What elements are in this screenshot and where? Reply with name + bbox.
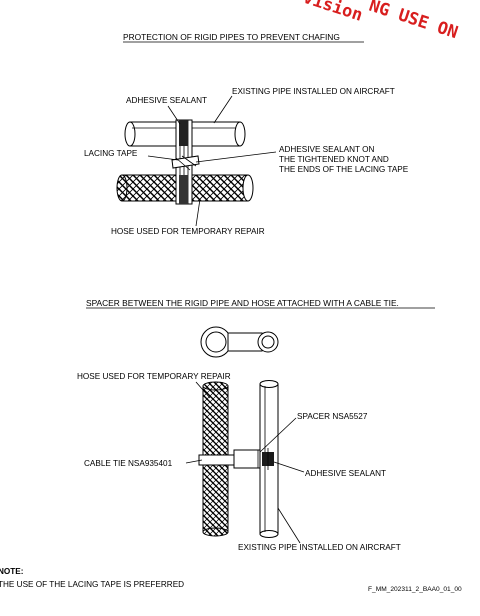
label-adhesive-sealant: ADHESIVE SEALANT — [126, 96, 207, 105]
cable-tie-assembly — [198, 448, 274, 470]
leader-spacer — [259, 417, 297, 453]
spacer-top-view — [200, 326, 279, 358]
label-hose-1: HOSE USED FOR TEMPORARY REPAIR — [111, 227, 265, 236]
label-spacer: SPACER NSA5527 — [297, 412, 368, 421]
footer: NOTE: THE USE OF THE LACING TAPE IS PREF… — [0, 567, 462, 593]
figure-reference: F_MM_202311_2_BAA0_01_00 — [368, 586, 462, 593]
label-hose-2: HOSE USED FOR TEMPORARY REPAIR — [77, 372, 231, 381]
leader-existing-pipe — [213, 95, 233, 124]
note-text: THE USE OF THE LACING TAPE IS PREFERRED — [0, 580, 184, 589]
label-cable-tie: CABLE TIE NSA935401 — [84, 459, 173, 468]
section-lacing-tape: PROTECTION OF RIGID PIPES TO PREVENT CHA… — [84, 32, 409, 236]
leader-existing-pipe-2 — [277, 507, 301, 544]
leader-adhesive-sealant-2 — [273, 461, 305, 473]
section-spacer: SPACER BETWEEN THE RIGID PIPE AND HOSE A… — [77, 298, 435, 552]
leader-sealant-on-knot — [195, 151, 277, 163]
label-adhesive-sealant-2: ADHESIVE SEALANT — [305, 469, 386, 478]
leader-cable-tie — [185, 459, 203, 464]
label-existing-pipe: EXISTING PIPE INSTALLED ON AIRCRAFT — [232, 87, 395, 96]
leader-hose-1 — [195, 198, 201, 227]
label-lacing-tape: LACING TAPE — [84, 149, 138, 158]
section1-title: PROTECTION OF RIGID PIPES TO PREVENT CHA… — [123, 32, 340, 42]
label-sealant-on-line1: ADHESIVE SEALANT ON — [279, 145, 374, 154]
note-heading: NOTE: — [0, 567, 23, 576]
leader-hose-2 — [195, 381, 211, 399]
stamp-line-2: vision — [300, 0, 365, 26]
leader-lacing-tape — [147, 155, 179, 161]
label-sealant-on-line3: THE ENDS OF THE LACING TAPE — [279, 165, 409, 174]
label-existing-pipe-2: EXISTING PIPE INSTALLED ON AIRCRAFT — [238, 543, 401, 552]
label-sealant-on-line2: THE TIGHTENED KNOT AND — [279, 155, 389, 164]
lacing-tape-wrap — [171, 119, 200, 205]
leader-adhesive-sealant — [167, 105, 181, 125]
stamp-line-1: NG USE ON — [366, 0, 460, 43]
section2-title: SPACER BETWEEN THE RIGID PIPE AND HOSE A… — [86, 298, 399, 308]
